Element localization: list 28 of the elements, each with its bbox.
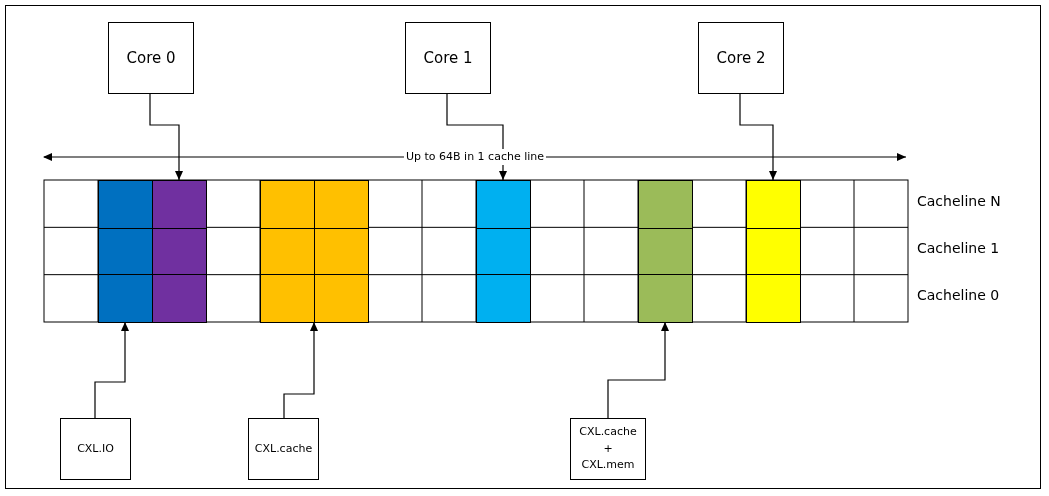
box-label: CXL.cache + CXL.mem xyxy=(578,424,638,474)
arrow xyxy=(607,321,669,419)
row-label: Cacheline N xyxy=(917,193,1001,209)
row-label: Cacheline 1 xyxy=(917,240,1000,256)
arrow xyxy=(94,321,129,419)
dimension-label: Up to 64B in 1 cache line xyxy=(403,149,547,165)
component-box xyxy=(405,22,491,94)
row-label: Cacheline 0 xyxy=(917,287,1000,303)
column-bar xyxy=(476,180,531,323)
column-bar xyxy=(98,180,153,323)
column-bar xyxy=(152,180,207,323)
component-box xyxy=(248,418,319,480)
component-box xyxy=(60,418,131,480)
arrow xyxy=(446,93,507,181)
component-box xyxy=(570,418,646,480)
arrow xyxy=(739,93,777,181)
column-bar xyxy=(260,180,369,323)
box-label: CXL.IO xyxy=(77,440,114,457)
box-label: Core 1 xyxy=(423,47,473,69)
box-label: Core 2 xyxy=(716,47,766,69)
box-label: Core 0 xyxy=(126,47,176,69)
arrow xyxy=(283,321,318,419)
column-bar xyxy=(638,180,693,323)
arrow xyxy=(149,93,183,181)
box-label: CXL.cache xyxy=(254,440,313,457)
column-bar xyxy=(746,180,801,323)
component-box xyxy=(108,22,194,94)
component-box xyxy=(698,22,784,94)
